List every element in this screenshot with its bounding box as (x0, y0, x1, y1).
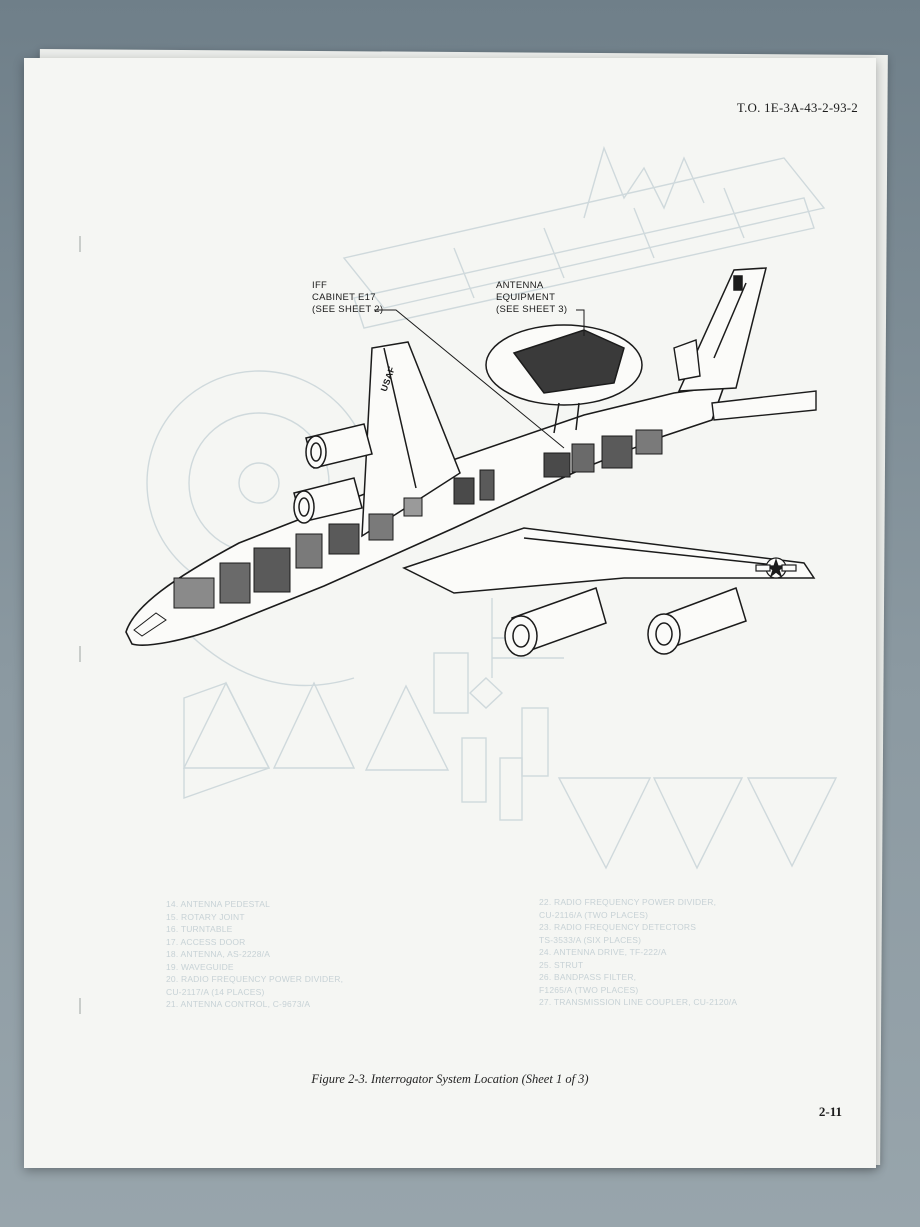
callout-line: ANTENNA (496, 280, 544, 291)
insignia-star (755, 557, 797, 579)
legend-item: 17. ACCESS DOOR (166, 936, 246, 947)
legend-item: F1265/A (TWO PLACES) (539, 984, 639, 995)
ghost-legend-right: 22. RADIO FREQUENCY POWER DIVIDER, CU-21… (539, 896, 737, 1009)
document-number: T.O. 1E-3A-43-2-93-2 (736, 100, 858, 115)
legend-item: TS-3533/A (SIX PLACES) (539, 934, 642, 945)
left-wing (361, 341, 461, 538)
legend-item: 25. STRUT (539, 959, 584, 970)
interior-equipment (173, 429, 663, 609)
vertical-stabilizer (677, 267, 767, 392)
legend-item: 14. ANTENNA PEDESTAL (166, 899, 270, 909)
figure-caption: Figure 2-3. Interrogator System Location… (311, 1072, 589, 1086)
aircraft-illustration (125, 145, 838, 870)
legend-item: 24. ANTENNA DRIVE, TF-222/A (539, 947, 667, 957)
legend-item: CU-2117/A (14 PLACES) (166, 986, 265, 997)
ghost-legend-left: 14. ANTENNA PEDESTAL 15. ROTARY JOINT 16… (166, 898, 343, 1011)
legend-item: 15. ROTARY JOINT (166, 911, 245, 922)
callout-leaders (374, 309, 585, 449)
radome (485, 324, 643, 434)
legend-item: CU-2116/A (TWO PLACES) (539, 909, 649, 920)
callout-line: EQUIPMENT (496, 292, 556, 303)
legend-item: 22. RADIO FREQUENCY POWER DIVIDER, (539, 897, 717, 907)
legend-item: 27. TRANSMISSION LINE COUPLER, CU-2120/A (539, 997, 738, 1007)
callout-antenna-equipment: ANTENNA EQUIPMENT (SEE SHEET 3) (496, 280, 567, 316)
callout-iff-cabinet: IFF CABINET E17 (SEE SHEET 2) (312, 280, 383, 316)
horizontal-stabilizer (673, 339, 817, 421)
callout-line: (SEE SHEET 2) (312, 304, 384, 315)
binder-hole-mark (79, 646, 81, 662)
legend-item: 26. BANDPASS FILTER, (539, 972, 637, 982)
page-number: 2-11 (818, 1104, 842, 1119)
legend-item: 23. RADIO FREQUENCY DETECTORS (539, 922, 697, 932)
legend-item: 21. ANTENNA CONTROL, C-9673/A (166, 999, 311, 1009)
document-page: T.O. 1E-3A-43-2-93-2 (24, 58, 876, 1168)
legend-item: 20. RADIO FREQUENCY POWER DIVIDER, (166, 974, 344, 984)
engine-nacelles (293, 423, 747, 657)
cockpit (133, 612, 167, 637)
callout-line: IFF (312, 280, 328, 291)
ghost-divider-triangles (182, 598, 838, 870)
binder-hole-mark (79, 236, 81, 252)
legend-item: 16. TURNTABLE (166, 924, 233, 934)
callout-line: CABINET E17 (312, 292, 376, 303)
legend-item: 19. WAVEGUIDE (166, 961, 234, 972)
legend-item: 18. ANTENNA, AS-2228/A (166, 949, 271, 959)
callout-line: (SEE SHEET 3) (496, 304, 568, 315)
right-wing (402, 527, 816, 594)
binder-hole-mark (79, 998, 81, 1014)
